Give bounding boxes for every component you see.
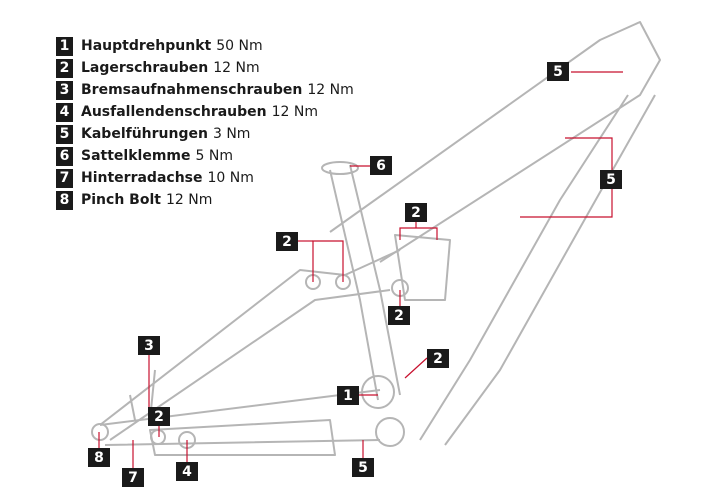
chainstay-body [149,419,336,456]
down-tube [419,94,656,446]
callout-seat-clamp: 6 [370,156,392,175]
main-pivot [361,375,395,409]
callout-bearing-right: 2 [427,349,449,368]
callout-rear-axle: 7 [122,468,144,487]
rocker-link [394,234,451,301]
callout-main-pivot: 1 [337,386,359,405]
callout-bearing-seatstay: 2 [276,232,298,251]
chainstay [99,389,381,446]
callout-cable-guide-downtube: 5 [600,170,622,189]
bottom-bracket [375,417,405,447]
callout-brake-mount: 3 [138,336,160,355]
seat-tube [329,164,401,401]
callout-pinch-bolt: 8 [88,448,110,467]
callout-dropout-bolts: 4 [176,462,198,481]
seat-collar [321,161,359,175]
callout-cable-guide-bottom: 5 [352,458,374,477]
callout-bearing-mid: 2 [388,306,410,325]
seatstay [99,249,401,441]
callout-cable-guide-top: 5 [547,62,569,81]
callout-bearing-rocker: 2 [405,203,427,222]
callout-bearing-dropout: 2 [148,407,170,426]
top-tube [329,21,661,263]
